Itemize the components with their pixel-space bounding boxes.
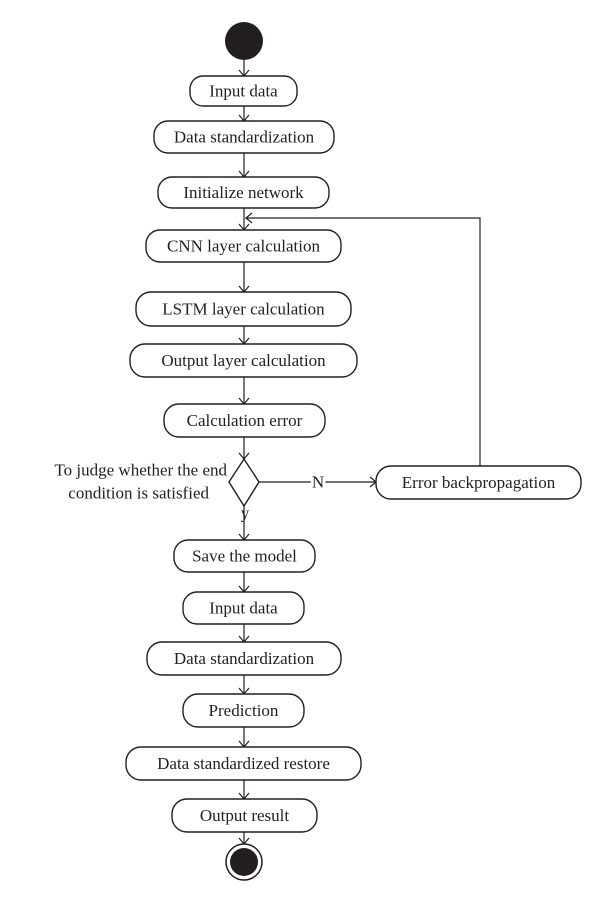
flow-step-label: Input data (209, 82, 278, 101)
no-branch-label: N (312, 473, 324, 492)
flow-step-node: CNN layer calculation (145, 229, 342, 263)
connectors (243, 60, 481, 844)
flow-step-node: Data standardization (153, 120, 335, 154)
error-backpropagation-node: Error backpropagation (375, 465, 582, 500)
decision-label-line1: To judge whether the end (54, 461, 227, 480)
flow-step-label: Error backpropagation (402, 473, 556, 492)
flow-step-node: Calculation error (163, 403, 326, 438)
flow-step-label: Save the model (192, 547, 297, 566)
flow-step-node: Data standardized restore (125, 746, 362, 781)
end-node (225, 843, 263, 881)
flow-step-node: Input data (182, 591, 305, 625)
flow-step-node: Output result (171, 798, 318, 833)
flow-step-label: Initialize network (183, 183, 304, 202)
flow-step-node: Save the model (173, 539, 316, 573)
flow-step-label: Input data (209, 599, 278, 618)
flow-step-label: Data standardization (174, 128, 315, 147)
flow-step-node: Prediction (182, 693, 305, 728)
start-node (225, 22, 263, 60)
flow-step-node: Data standardization (146, 641, 342, 676)
flow-step-node: Output layer calculation (129, 343, 358, 378)
yes-branch-label: y (241, 504, 250, 523)
flow-step-label: CNN layer calculation (167, 237, 320, 256)
decision-label-line2: condition is satisfied (68, 484, 209, 503)
flow-step-node: Initialize network (157, 176, 330, 209)
flow-step-label: Output layer calculation (161, 351, 326, 370)
flow-step-label: Prediction (209, 701, 279, 720)
flow-step-node: LSTM layer calculation (135, 291, 352, 327)
flow-step-label: Data standardized restore (157, 754, 330, 773)
flow-step-label: LSTM layer calculation (162, 300, 325, 319)
flow-step-label: Output result (200, 806, 290, 825)
decision-diamond (228, 457, 260, 508)
flow-step-label: Data standardization (174, 649, 315, 668)
flow-step-label: Calculation error (187, 411, 303, 430)
flow-step-node: Input data (189, 75, 298, 107)
